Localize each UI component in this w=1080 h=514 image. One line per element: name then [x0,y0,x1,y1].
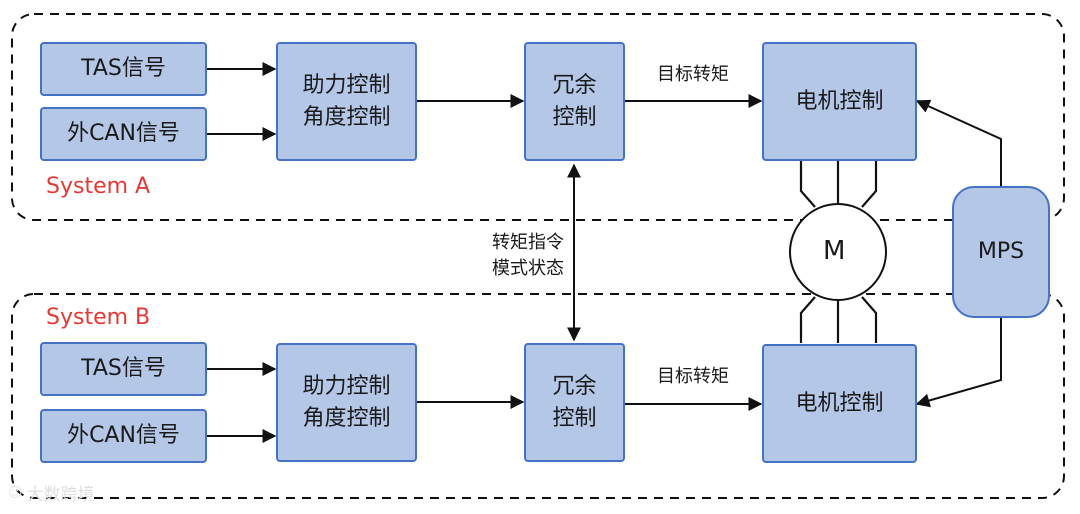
motor-label: M [823,236,846,266]
redundancy-control-box-b: 冗余 控制 [524,343,625,462]
can-signal-box-b: 外CAN信号 [40,409,207,463]
arrow-mps-to-motor-control-a [915,99,1002,186]
motor-circle [789,203,887,301]
motor-control-box-a: 电机控制 [762,42,917,161]
tas-signal-box-b: TAS信号 [40,342,207,396]
mps-sensor-box: MPS [952,186,1050,318]
tas-signal-box-a: TAS信号 [40,42,207,96]
target-torque-label-a: 目标转矩 [657,64,729,85]
motor-wires-bottom [799,296,878,343]
system-a-frame [11,13,1065,221]
can-signal-box-a: 外CAN信号 [40,107,207,161]
watermark-text: 大数跨境 [26,485,95,505]
system-b-frame [11,293,1065,499]
target-torque-label-b: 目标转矩 [657,366,729,387]
arrow-mps-to-motor-control-b [915,318,1002,408]
system-b-label: System B [46,305,151,330]
motor-wires-top [799,161,878,208]
assist-angle-control-box-b: 助力控制 角度控制 [276,343,417,462]
watermark-logo-icon: ☺ [8,484,23,501]
motor-control-box-b: 电机控制 [762,344,917,463]
system-a-label: System A [46,174,151,199]
redundancy-control-box-a: 冗余 控制 [524,42,625,161]
watermark: ☺ 大数跨境 [8,480,95,506]
torque-command-mode-status-label: 转矩指令 模式状态 [492,232,564,279]
assist-angle-control-box-a: 助力控制 角度控制 [276,42,417,161]
